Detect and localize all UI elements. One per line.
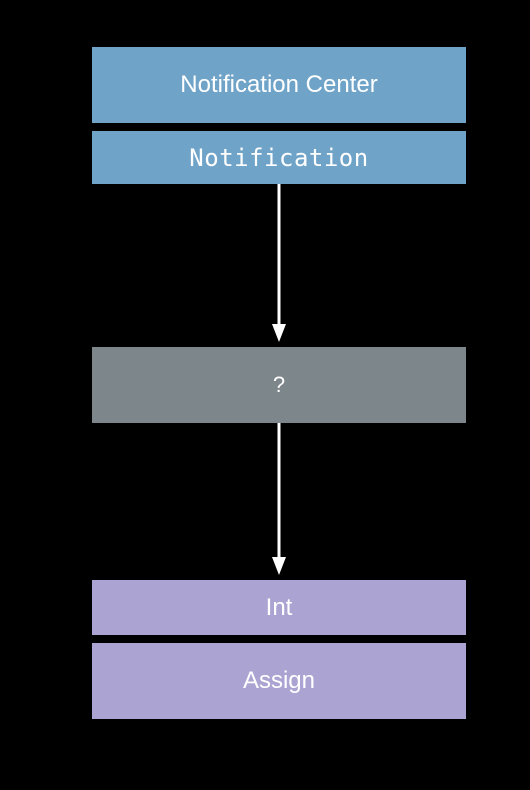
down-arrow-icon bbox=[272, 423, 286, 575]
notification-box: Notification bbox=[92, 131, 466, 184]
unknown-type-box: ? bbox=[92, 347, 466, 423]
assign-box: Assign bbox=[92, 643, 466, 719]
unknown-type-label: ? bbox=[272, 372, 286, 397]
arrow-unknown-to-int bbox=[269, 423, 289, 575]
arrow-notification-to-unknown bbox=[269, 184, 289, 342]
notification-label: Notification bbox=[189, 143, 369, 172]
assign-label: Assign bbox=[242, 667, 316, 694]
int-box: Int bbox=[92, 580, 466, 635]
int-label: Int bbox=[265, 593, 293, 621]
down-arrow-icon bbox=[272, 184, 286, 342]
notification-center-box: Notification Center bbox=[92, 47, 466, 123]
notification-center-label: Notification Center bbox=[180, 71, 378, 98]
